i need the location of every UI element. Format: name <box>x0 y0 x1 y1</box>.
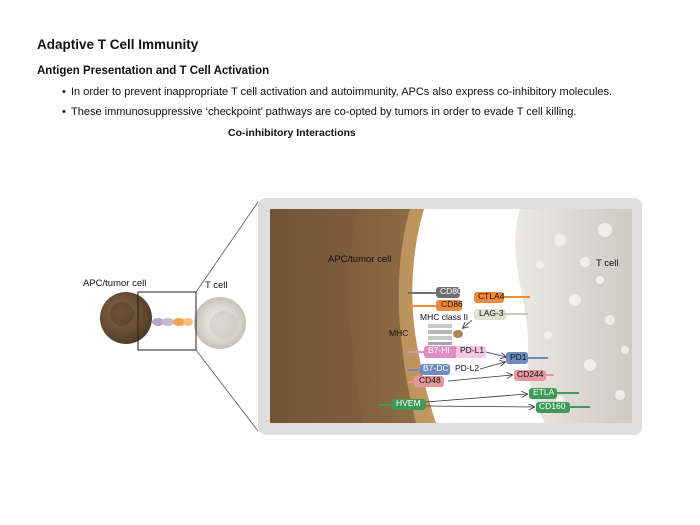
ctla4-molecule <box>474 292 530 303</box>
overview-apc-cell <box>100 292 152 344</box>
etla-molecule <box>529 388 579 399</box>
hvem-label: HVEM <box>396 398 421 408</box>
pd1-label: PD1 <box>510 352 527 362</box>
cd86-molecule <box>408 300 462 311</box>
pdl1-label: PD-L1 <box>460 345 485 355</box>
overview-apc-label: APC/tumor cell <box>83 278 147 289</box>
zoom-box <box>137 291 197 351</box>
pdl2-label: PD-L2 <box>455 363 480 373</box>
lag3-arrow <box>463 319 473 328</box>
figure-heading: Co-inhibitory Interactions <box>228 127 356 139</box>
cd48-label: CD48 <box>419 375 441 385</box>
pdl2-arrow <box>479 362 505 370</box>
pdl1-arrow <box>485 351 506 357</box>
b7dc-label: B7-DC <box>423 363 449 373</box>
mhc-class-ii-molecule <box>428 324 463 345</box>
bullet-list: In order to prevent inappropriate T cell… <box>62 82 612 122</box>
etla-label: ETLA <box>533 387 555 397</box>
overview-synapse-molecules <box>152 318 193 326</box>
mhc-label: MHC <box>389 328 409 338</box>
zoom-line-top <box>195 201 259 293</box>
bullet-item: In order to prevent inappropriate T cell… <box>62 82 612 102</box>
lag3-label: LAG-3 <box>479 308 504 318</box>
cd80-label: CD80 <box>440 286 462 296</box>
hvem-etla-arrow <box>425 394 527 403</box>
lag3-molecule <box>474 309 528 320</box>
mhc-class-ii-label: MHC class II <box>420 312 469 322</box>
hvem-cd160-arrow <box>425 406 534 407</box>
bullet-item: These immunosuppressive ‘checkpoint’ pat… <box>62 102 612 122</box>
hvem-molecule <box>378 399 426 410</box>
cd244-label: CD244 <box>517 369 544 379</box>
overview-tcell-label: T cell <box>205 280 228 291</box>
cd48-molecule <box>408 376 444 387</box>
b7h1-molecule <box>408 346 486 358</box>
cd80-molecule <box>408 287 460 298</box>
cd160-label: CD160 <box>539 401 566 411</box>
cd244-molecule <box>514 370 554 381</box>
b7h1-label: B7-HI <box>428 345 450 355</box>
page-title: Adaptive T Cell Immunity <box>37 37 199 52</box>
b7dc-molecule <box>408 364 450 375</box>
cd48-arrow <box>447 375 512 382</box>
zoom-line-bottom <box>195 349 259 432</box>
overview-tcell <box>194 297 246 349</box>
pd1-molecule <box>506 352 548 364</box>
detail-tcell <box>515 209 632 423</box>
detail-tcell-label: T cell <box>596 258 619 269</box>
cd160-molecule <box>536 402 590 413</box>
cd86-label: CD86 <box>441 299 463 309</box>
ctla4-label: CTLA4 <box>478 291 505 301</box>
section-subtitle: Antigen Presentation and T Cell Activati… <box>37 65 270 77</box>
detail-apc-label: APC/tumor cell <box>328 254 392 265</box>
